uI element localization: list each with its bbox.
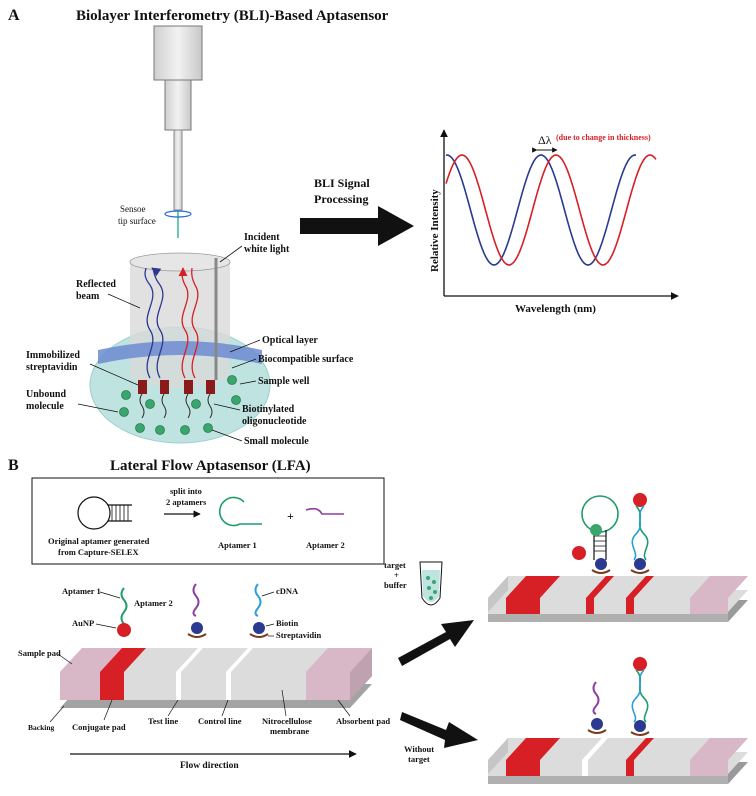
- immobilized-streptavidin: [138, 380, 215, 394]
- optical-layer-label: Optical layer: [262, 335, 318, 346]
- without-label-2: target: [408, 754, 430, 764]
- aptamer1-box-icon: [218, 496, 262, 527]
- y-axis-label: Relative Intensity: [429, 189, 441, 272]
- reflected-beam-blue-2: [144, 267, 154, 379]
- nitro-label-2: membrane: [270, 726, 309, 736]
- sample-pad-label: Sample pad: [18, 648, 61, 658]
- panel-a-title: Biolayer Interferometry (BLI)-Based Apta…: [76, 8, 389, 24]
- delta-note: (due to change in thickness): [556, 133, 651, 142]
- sensor-probe: [153, 25, 203, 238]
- reflected-label-1: Reflected: [76, 279, 116, 290]
- test-line-label: Test line: [148, 716, 178, 726]
- selex-box: [31, 477, 385, 565]
- curve-after: [445, 154, 657, 266]
- panel-b: B Lateral Flow Aptasensor (LFA) Original…: [8, 457, 748, 784]
- plus-sign: +: [287, 509, 294, 523]
- cdna-streptavidin-conjugate: [249, 583, 269, 638]
- aptamer2-box-label: Aptamer 2: [306, 540, 345, 550]
- conjugate-pad-label: Conjugate pad: [72, 722, 126, 732]
- unbound-label-2: molecule: [26, 401, 64, 412]
- target-label-3: buffer: [384, 580, 407, 590]
- reflected-label-2: beam: [76, 291, 100, 302]
- bli-plot: Relative Intensity Wavelength (nm) Δλ (d…: [429, 129, 679, 315]
- split-label-1: split into: [170, 486, 202, 496]
- sample-well-label: Sample well: [258, 376, 310, 387]
- control-line-complex-negative: [630, 657, 650, 736]
- nitro-label-1: Nitrocellulose: [262, 716, 312, 726]
- delta-lambda: Δλ: [538, 133, 552, 147]
- aptamer1-aunp-conjugate: [117, 587, 131, 637]
- immobilized-label-1: Immobilized: [26, 350, 80, 361]
- unbound-label-1: Unbound: [26, 389, 66, 400]
- arrow-with-target: [398, 620, 474, 666]
- curve-before: [446, 154, 636, 266]
- panel-b-title: Lateral Flow Aptasensor (LFA): [110, 458, 311, 474]
- result-strip-positive: [488, 576, 748, 622]
- original-label-2: from Capture-SELEX: [58, 547, 140, 557]
- target-label-2: +: [394, 570, 399, 580]
- panel-b-letter: B: [8, 457, 19, 474]
- backing-label: Backing: [28, 723, 55, 732]
- biotinylated-label-1: Biotinylated: [242, 404, 295, 415]
- reflected-beam-red: [178, 267, 189, 379]
- immobilized-label-2: streptavidin: [26, 362, 78, 373]
- aptamer2-label: Aptamer 2: [134, 598, 173, 608]
- aunp-label: AuNP: [72, 618, 94, 628]
- control-line-complex: [630, 493, 650, 574]
- small-molecules: [119, 375, 241, 435]
- split-label-2: 2 aptamers: [166, 497, 207, 507]
- reflected-beam-red-2: [190, 267, 199, 379]
- aptamer2-streptavidin-conjugate: [187, 583, 207, 638]
- biocompatible-label: Biocompatible surface: [258, 354, 354, 365]
- x-axis-label: Wavelength (nm): [515, 303, 596, 315]
- original-aptamer: [77, 496, 132, 530]
- aptamer2-unbound: [587, 681, 607, 734]
- panel-a: A Biolayer Interferometry (BLI)-Based Ap…: [8, 7, 679, 447]
- absorbent-pad-label: Absorbent pad: [336, 716, 390, 726]
- result-strip-negative: [488, 738, 748, 784]
- aptamer1-label: Aptamer 1: [62, 586, 101, 596]
- original-label-1: Original aptamer generated: [48, 536, 150, 546]
- processing-label-2: Processing: [314, 192, 368, 206]
- processing-arrow: [300, 206, 414, 246]
- incident-label-1: Incident: [244, 232, 280, 243]
- processing-label-1: BLI Signal: [314, 176, 370, 190]
- target-tube: [419, 561, 443, 606]
- sample-well-illustration: [89, 252, 271, 444]
- sensor-label-2: tip surface: [118, 216, 156, 226]
- biotinylated-label-2: oligonucleotide: [242, 416, 307, 427]
- lateral-flow-strip: [60, 648, 372, 708]
- small-molecule-label: Small molecule: [244, 436, 309, 447]
- incident-label-2: white light: [244, 244, 290, 255]
- aptamer1-box-label: Aptamer 1: [218, 540, 257, 550]
- without-label-1: Without: [404, 744, 434, 754]
- biotinylated-oligonucleotides: [139, 393, 213, 419]
- streptavidin-label: Streptavidin: [276, 630, 321, 640]
- reflected-beam-blue: [151, 267, 164, 379]
- test-line-complex: [572, 495, 619, 574]
- control-line-label: Control line: [198, 716, 242, 726]
- sensor-label-1: Sensoe: [120, 204, 146, 214]
- panel-a-letter: A: [8, 7, 20, 24]
- target-label-1: target: [384, 560, 406, 570]
- biotin-label: Biotin: [276, 618, 298, 628]
- arrow-without-target: [400, 712, 478, 748]
- flow-label: Flow direction: [180, 761, 239, 771]
- aptamer2-box-icon: [305, 507, 344, 515]
- cdna-label: cDNA: [276, 586, 299, 596]
